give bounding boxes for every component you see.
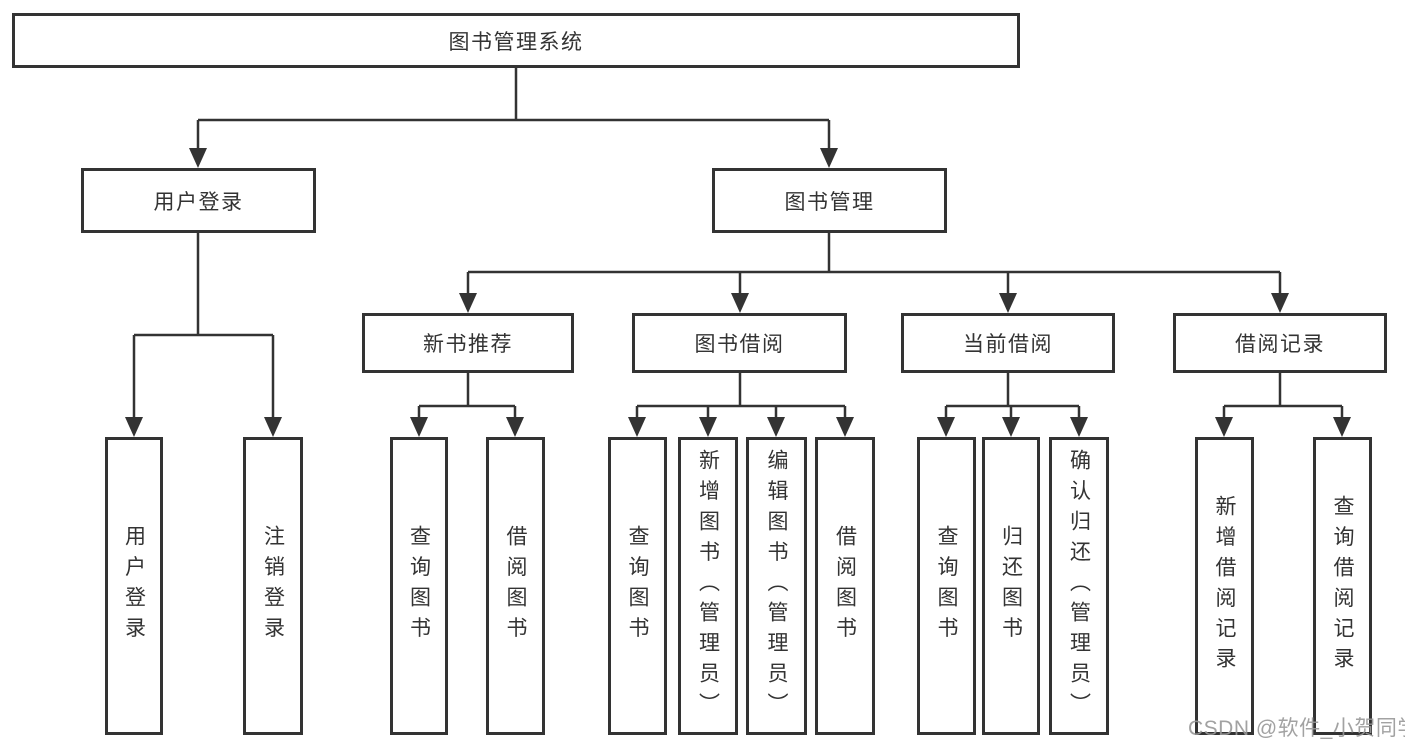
node-borrowing-records: 借阅记录 [1173, 313, 1387, 373]
node-label: 用户登录 [153, 190, 244, 214]
node-label: 新增借阅记录 [1213, 494, 1236, 678]
node-label: 用户登录 [122, 525, 146, 647]
node-label: 编辑图书（管理员） [765, 448, 788, 724]
arrowheads [125, 148, 1351, 437]
node-label: 图书借阅 [694, 333, 785, 356]
node-label: 查询图书 [407, 525, 431, 647]
node-nbr-borrow-books: 借阅图书 [486, 437, 545, 735]
node-user-login: 用户登录 [105, 437, 163, 735]
node-bb-borrow-books: 借阅图书 [815, 437, 875, 735]
node-label: 借阅图书 [833, 525, 857, 647]
node-br-query-record: 查询借阅记录 [1313, 437, 1372, 735]
node-label: 新书推荐 [423, 333, 513, 356]
node-label: 查询借阅记录 [1331, 494, 1354, 678]
node-current-borrowing: 当前借阅 [901, 313, 1115, 373]
node-cb-return-books: 归还图书 [982, 437, 1040, 735]
node-label: 新增图书（管理员） [696, 448, 720, 724]
node-root: 图书管理系统 [12, 13, 1020, 68]
node-nbr-query-books: 查询图书 [390, 437, 448, 735]
node-br-add-record: 新增借阅记录 [1195, 437, 1254, 735]
node-user-login-group: 用户登录 [81, 168, 316, 233]
node-label: 借阅记录 [1235, 333, 1325, 356]
node-logout: 注销登录 [243, 437, 303, 735]
node-bb-add-books-admin: 新增图书（管理员） [678, 437, 738, 735]
node-label: 查询图书 [935, 525, 958, 647]
node-label: 当前借阅 [963, 333, 1053, 356]
node-book-borrowing: 图书借阅 [632, 313, 847, 373]
node-label: 注销登录 [261, 525, 285, 647]
node-new-book-recommend: 新书推荐 [362, 313, 574, 373]
node-bb-edit-books-admin: 编辑图书（管理员） [746, 437, 807, 735]
node-book-management-group: 图书管理 [712, 168, 947, 233]
node-label: 借阅图书 [504, 525, 527, 647]
node-bb-query-books: 查询图书 [608, 437, 667, 735]
node-cb-query-books: 查询图书 [917, 437, 976, 735]
csdn-watermark: CSDN @软件_小贺同学 [1188, 717, 1405, 740]
node-cb-confirm-return-admin: 确认归还（管理员） [1049, 437, 1109, 735]
node-label: 图书管理 [784, 190, 875, 214]
node-label: 图书管理系统 [448, 30, 584, 54]
node-label: 确认归还（管理员） [1067, 448, 1091, 724]
node-label: 归还图书 [999, 525, 1023, 647]
node-label: 查询图书 [626, 525, 649, 647]
